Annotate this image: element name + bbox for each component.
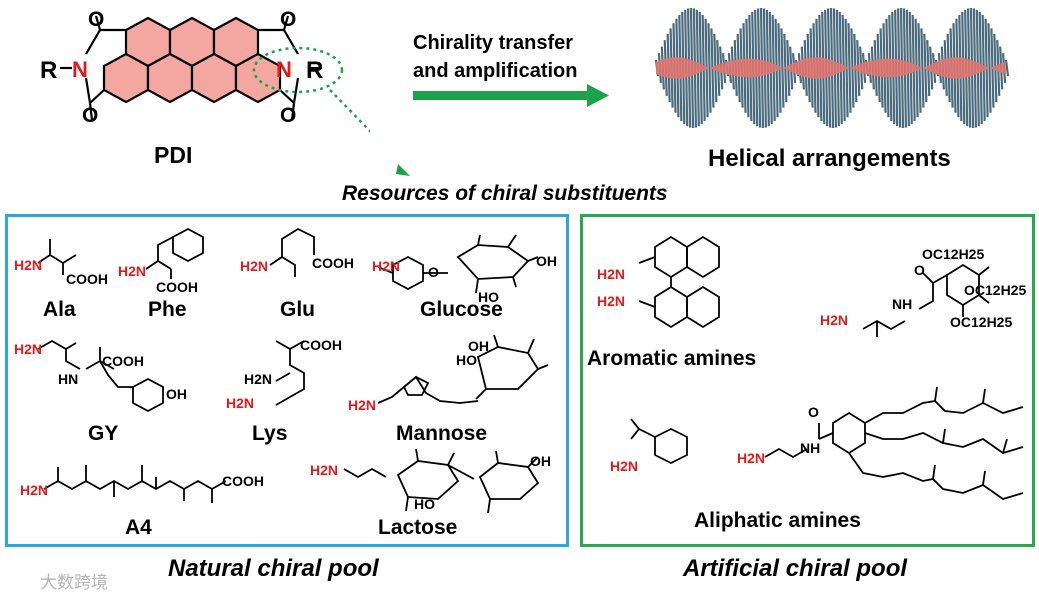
pdi-core-ring xyxy=(102,52,150,104)
compound-lactose: Lactose xyxy=(378,516,458,539)
binaphthyl-h2n-2: H2N xyxy=(597,293,626,309)
process-line-1: Chirality transfer xyxy=(413,32,574,54)
compound-a4: A4 xyxy=(125,516,152,539)
mannose-ho: HO xyxy=(456,352,477,368)
helix-label: Helical arrangements xyxy=(708,145,951,172)
gy-cooh: COOH xyxy=(102,353,144,369)
helix-ribbon xyxy=(656,57,1006,79)
glucose-h2n: H2N xyxy=(372,258,401,274)
amide2-h2n: H2N xyxy=(737,450,766,466)
natural-pool-title: Natural chiral pool xyxy=(168,555,379,582)
mannose-oh: OH xyxy=(468,338,489,354)
phe-cooh: COOH xyxy=(156,279,198,295)
artificial-pool-box xyxy=(580,214,1035,547)
compound-gy: GY xyxy=(88,422,119,445)
aliphatic-amines-label: Aliphatic amines xyxy=(694,509,861,532)
oc12h25-3: OC12H25 xyxy=(950,314,1013,330)
dotted-arrowhead xyxy=(396,164,410,176)
oc12h25-1: OC12H25 xyxy=(922,246,985,262)
pdi-n-left: N xyxy=(72,57,88,82)
amide1-nh: NH xyxy=(892,296,913,312)
oc12h25-2: OC12H25 xyxy=(964,282,1027,298)
glucose-ho: HO xyxy=(478,289,499,305)
process-line-2: and amplification xyxy=(413,60,578,82)
pdi-core-ring xyxy=(234,52,282,104)
gy-oh: OH xyxy=(166,386,187,402)
pdi-o-bottom-left: O xyxy=(82,104,99,127)
amide1-h2n: H2N xyxy=(820,312,849,328)
lys-h2n-2: H2N xyxy=(226,395,255,411)
helix-illustration xyxy=(654,7,1010,129)
pdi-core-ring xyxy=(190,52,238,104)
aromatic-amines-label: Aromatic amines xyxy=(587,347,757,370)
artificial-structures xyxy=(630,235,1024,500)
amide1-o: O xyxy=(914,262,925,278)
helix-stick xyxy=(1004,59,1010,77)
phe-h2n: H2N xyxy=(118,263,147,279)
gy-hn: HN xyxy=(58,371,79,387)
compound-glu: Glu xyxy=(280,298,315,321)
glucose-o: O xyxy=(428,264,439,280)
watermark: 大数跨境 xyxy=(40,573,108,592)
lactose-ho: HO xyxy=(414,496,435,512)
pdi-o-top-right: O xyxy=(280,8,297,31)
pdi-n-right: N xyxy=(276,57,292,82)
pdi-o-top-left: O xyxy=(88,8,105,31)
resources-label: Resources of chiral substituents xyxy=(342,182,668,205)
compound-phe: Phe xyxy=(148,298,187,321)
glu-cooh: COOH xyxy=(312,255,354,271)
gy-h2n: H2N xyxy=(14,341,43,357)
compound-lys: Lys xyxy=(252,422,288,445)
pdi-core-ring xyxy=(146,52,194,104)
lactose-h2n: H2N xyxy=(310,462,339,478)
mannose-h2n: H2N xyxy=(348,397,377,413)
compound-glucose: Glucose xyxy=(420,298,503,321)
natural-pool-box xyxy=(5,214,569,547)
compound-ala: Ala xyxy=(43,298,76,321)
binaphthyl-h2n-1: H2N xyxy=(597,266,626,282)
amide2-o: O xyxy=(808,404,819,420)
lys-cooh: COOH xyxy=(300,337,342,353)
a4-h2n: H2N xyxy=(20,482,49,498)
substituent-highlight xyxy=(252,46,344,94)
compound-mannose: Mannose xyxy=(396,422,488,445)
transfer-arrow xyxy=(413,84,609,107)
amide2-nh: NH xyxy=(800,440,821,456)
lactose-oh: OH xyxy=(530,453,551,469)
pdi-label: PDI xyxy=(154,142,193,168)
pdi-o-bottom-right: O xyxy=(280,104,297,127)
glu-h2n: H2N xyxy=(240,258,269,274)
pea-h2n: H2N xyxy=(610,458,639,474)
natural-structures xyxy=(37,227,549,514)
pdi-structure xyxy=(60,15,370,133)
glucose-oh: OH xyxy=(536,253,557,269)
pdi-r-right: R xyxy=(306,57,324,84)
ala-h2n: H2N xyxy=(14,257,43,273)
pdi-r-left: R xyxy=(40,57,58,84)
artificial-pool-title: Artificial chiral pool xyxy=(683,555,908,582)
lys-h2n-1: H2N xyxy=(244,371,273,387)
a4-cooh: COOH xyxy=(222,473,264,489)
ala-cooh: COOH xyxy=(66,271,108,287)
